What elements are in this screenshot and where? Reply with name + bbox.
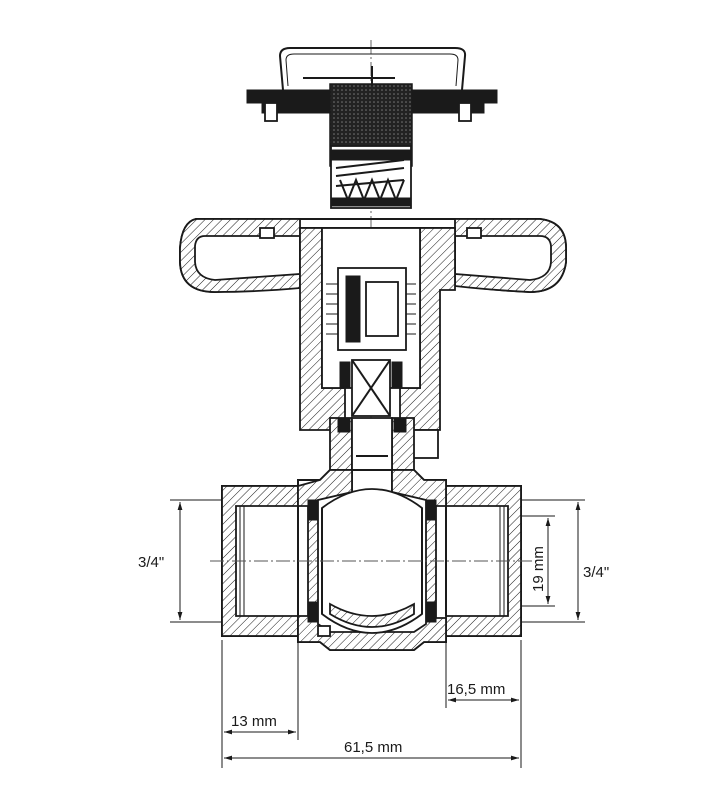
dimension-left-length: 13 mm: [221, 640, 299, 768]
dimension-overall-length: 61,5 mm: [224, 708, 522, 768]
dimension-bore: 19 mm: [521, 515, 555, 607]
left-length-label: 13 mm: [231, 713, 277, 730]
overall-length-label: 61,5 mm: [344, 739, 402, 756]
spring-insert: [330, 145, 412, 209]
bore-diameter-label: 19 mm: [530, 546, 547, 592]
right-length-label: 16,5 mm: [447, 681, 505, 698]
dimension-right-thread: 3/4": [521, 499, 609, 623]
dimension-left-thread: 3/4": [138, 499, 222, 623]
right-thread-label: 3/4": [583, 564, 609, 581]
dimension-right-length: 16,5 mm: [445, 640, 522, 708]
left-thread-label: 3/4": [138, 554, 164, 571]
handle-hub: [299, 227, 456, 459]
valve-body: [221, 469, 522, 651]
